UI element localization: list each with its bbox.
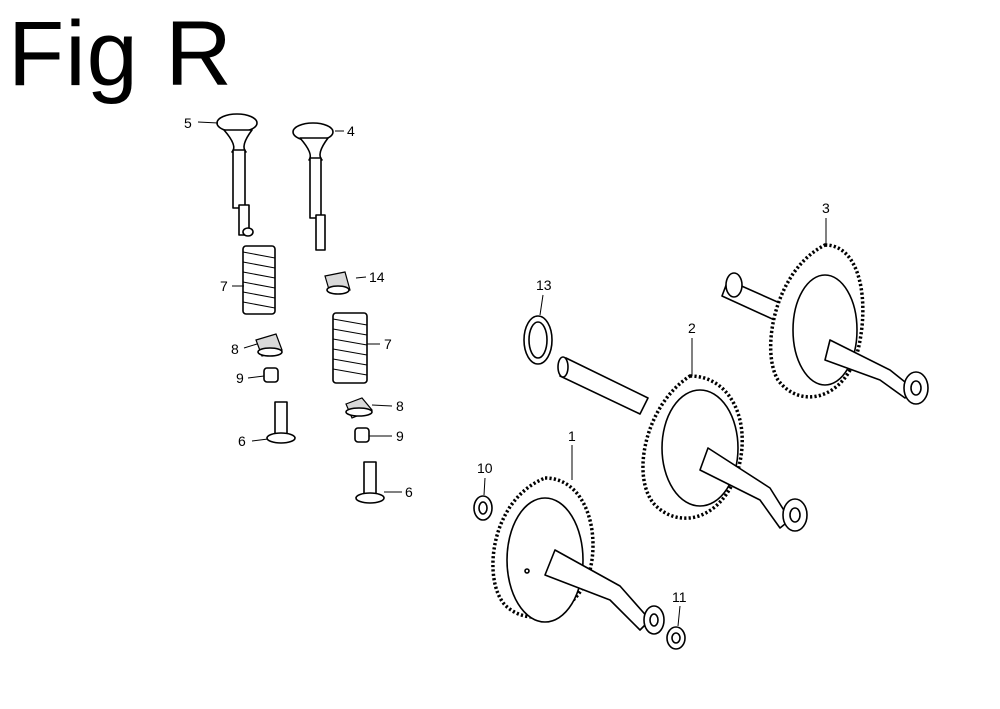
callout-8-right: 8	[396, 398, 404, 414]
callout-11: 11	[672, 589, 687, 605]
callout-4: 4	[347, 123, 355, 139]
washer-10[interactable]	[473, 495, 493, 521]
callout-5: 5	[184, 115, 192, 131]
callout-14: 14	[369, 269, 385, 285]
tappet-left[interactable]	[266, 401, 296, 444]
callout-1: 1	[568, 428, 576, 444]
camshaft-assembly-right[interactable]	[721, 243, 929, 405]
spring-retainer-right[interactable]	[345, 397, 373, 419]
callout-3: 3	[822, 200, 830, 216]
callout-7-right: 7	[384, 336, 392, 352]
callout-6-left: 6	[238, 433, 246, 449]
callout-10: 10	[477, 460, 493, 476]
valve-left[interactable]	[216, 113, 258, 237]
valve-keeper-left[interactable]	[263, 367, 279, 383]
valve-right[interactable]	[292, 122, 334, 251]
leader-lines	[197, 121, 827, 627]
camshaft-assembly-middle[interactable]	[557, 356, 808, 532]
thrust-washer-13[interactable]	[523, 315, 553, 365]
callout-7-left: 7	[220, 278, 228, 294]
callout-9-left: 9	[236, 370, 244, 386]
valve-keeper-right[interactable]	[354, 427, 370, 443]
callout-9-right: 9	[396, 428, 404, 444]
spring-retainer-left[interactable]	[255, 333, 283, 357]
callout-13: 13	[536, 277, 552, 293]
callout-8-left: 8	[231, 341, 239, 357]
valve-spring-right[interactable]	[332, 312, 368, 384]
figure-title: Fig R	[8, 3, 233, 105]
washer-11[interactable]	[666, 626, 686, 650]
callouts: 5 4 7 14 8 9 6 7 8 9 6 13 2 3 1 10 11	[184, 115, 830, 605]
tappet-right[interactable]	[355, 461, 385, 504]
camshaft-assembly-bottom[interactable]	[491, 476, 665, 635]
callout-2: 2	[688, 320, 696, 336]
valve-spring-left[interactable]	[242, 245, 276, 315]
valve-stem-seal[interactable]	[324, 271, 351, 295]
callout-6-right: 6	[405, 484, 413, 500]
